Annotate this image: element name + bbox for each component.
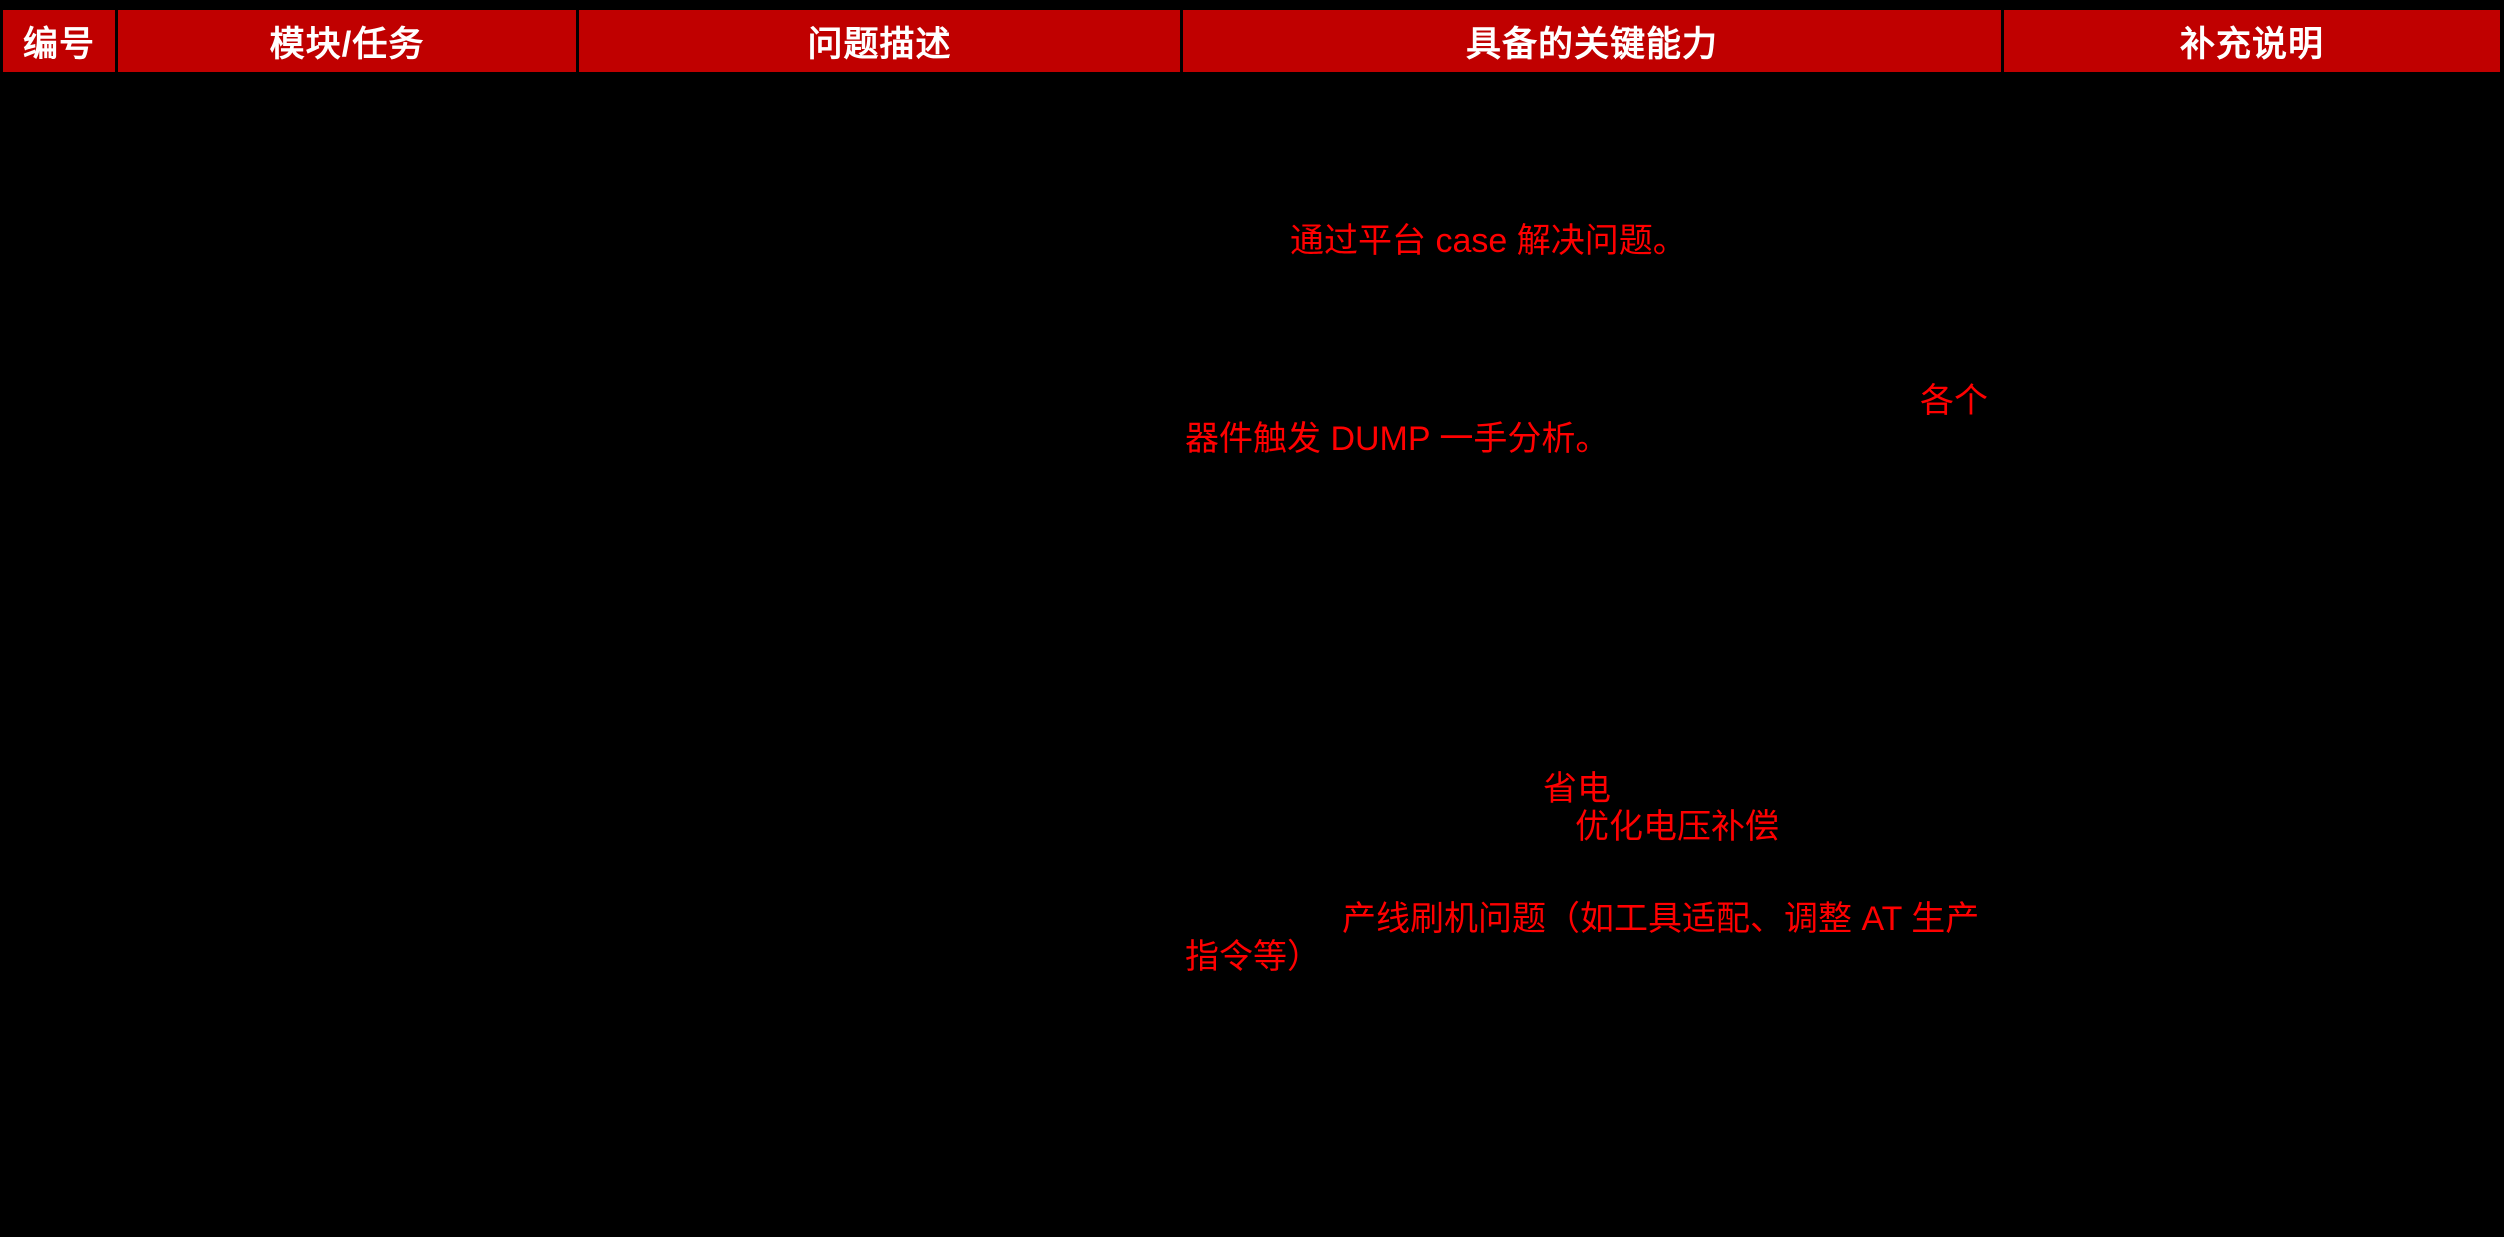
highlight-production-flashing-line1: 产线刷机问题（如工具适配、调整 AT 生产 bbox=[1342, 900, 1980, 938]
highlight-production-flashing-line2: 指令等） bbox=[1185, 938, 1321, 976]
header-cell-label: 编号 bbox=[22, 24, 95, 64]
highlight-dump-analysis-line2: 器件触发 DUMP 一手分析。 bbox=[1185, 420, 1610, 458]
highlight-power-saving: 省电 bbox=[1543, 770, 1611, 808]
highlight-voltage-compensation: 优化电压补偿 bbox=[1575, 808, 1779, 846]
header-cell-no: 编号 bbox=[3, 10, 115, 72]
header-cell-label: 模块/任务 bbox=[269, 24, 425, 64]
header-cell-problem-desc: 问题描述 bbox=[579, 10, 1180, 72]
header-cell-module-task: 模块/任务 bbox=[118, 10, 576, 72]
header-cell-supplementary-notes: 补充说明 bbox=[2004, 10, 2500, 72]
header-cell-label: 补充说明 bbox=[2179, 24, 2324, 64]
highlight-platform-case: 通过平台 case 解决问题。 bbox=[1290, 222, 1687, 260]
header-cell-label: 问题描述 bbox=[807, 24, 952, 64]
highlight-dump-analysis-line1: 各个 bbox=[1920, 382, 1988, 420]
header-cell-key-capabilities: 具备的关键能力 bbox=[1183, 10, 2001, 72]
header-cell-label: 具备的关键能力 bbox=[1465, 24, 1718, 64]
